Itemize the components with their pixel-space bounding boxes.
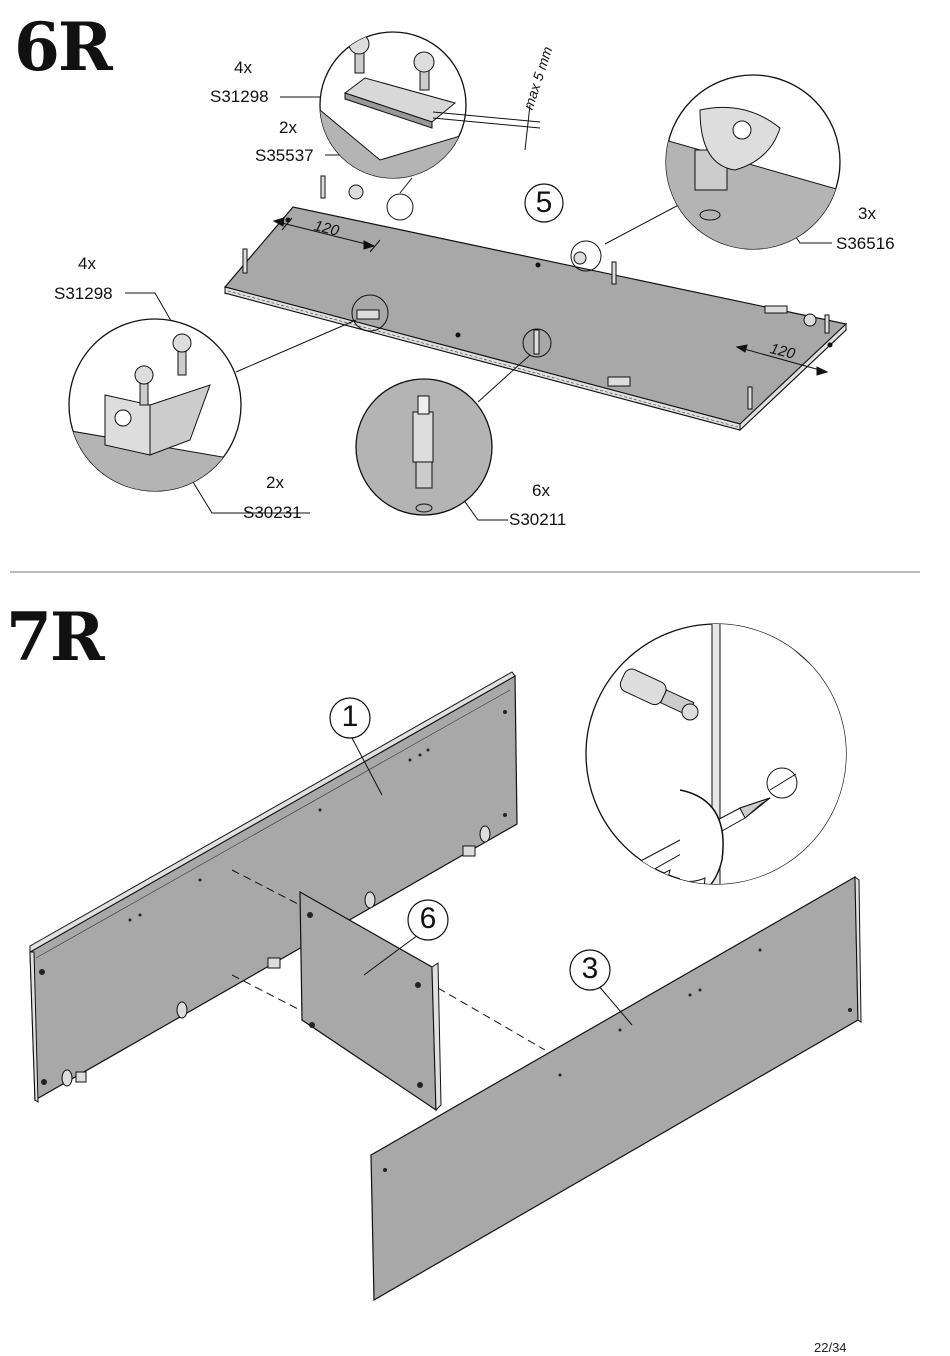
cam-code: S36516 xyxy=(836,234,895,253)
cam-fittings xyxy=(61,825,491,1087)
panel-holes xyxy=(39,710,852,1172)
cam-qty: 3x xyxy=(858,204,876,223)
part-number-circles xyxy=(329,183,611,991)
top-screws-qty: 4x xyxy=(234,58,252,77)
part-number-1: 1 xyxy=(341,700,359,733)
plates-code: S35537 xyxy=(255,146,314,165)
step-6-heading: 6R xyxy=(14,8,113,86)
detail-cam xyxy=(665,74,841,250)
dowels-qty: 6x xyxy=(532,481,550,500)
part-number-3: 3 xyxy=(581,952,599,985)
panel-1 xyxy=(29,671,518,1103)
step-7-heading: 7R xyxy=(6,598,105,676)
panel-3 xyxy=(370,875,862,1302)
plates-qty: 2x xyxy=(279,118,297,137)
panel-6 xyxy=(299,890,442,1112)
max-dimension xyxy=(432,104,541,151)
alignment-lines xyxy=(231,869,546,1051)
detail-plate xyxy=(319,31,467,179)
panel-5-hardware xyxy=(242,175,833,410)
brackets-code: S30231 xyxy=(243,503,302,522)
detail-bracket xyxy=(68,318,242,492)
part-number-6: 6 xyxy=(419,902,437,935)
panel-5 xyxy=(223,206,848,432)
dowels-code: S30211 xyxy=(509,510,567,529)
top-screws-code: S31298 xyxy=(210,87,269,106)
detail-dowel xyxy=(355,378,493,516)
brackets-qty: 2x xyxy=(266,473,284,492)
leader-lines-7 xyxy=(351,737,633,1026)
part-number-5: 5 xyxy=(535,186,553,219)
detail-screwdriver xyxy=(585,623,847,885)
side-screws-code: S31298 xyxy=(54,284,113,303)
page-number: 22/34 xyxy=(814,1340,847,1355)
dimension-lines xyxy=(272,217,829,376)
side-screws-qty: 4x xyxy=(78,254,96,273)
